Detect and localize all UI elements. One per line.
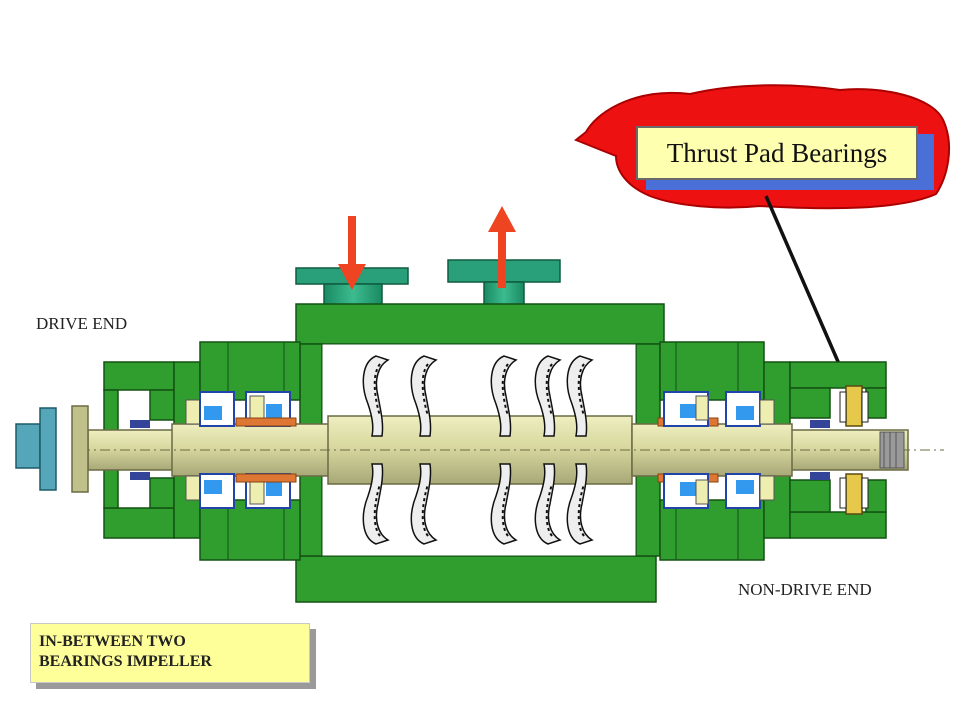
- arrow-up-icon: [488, 206, 516, 288]
- drive-end-bearings: [130, 391, 297, 509]
- coupling: [15, 405, 89, 493]
- non-drive-end-label: NON-DRIVE END: [738, 580, 872, 599]
- impeller-note-line-1: IN-BETWEEN TWO: [39, 633, 186, 650]
- drive-end-label: DRIVE END: [36, 314, 128, 333]
- shaft: [80, 415, 944, 485]
- callout-pointer: [764, 195, 852, 384]
- non-drive-end-bearings: [657, 391, 830, 509]
- arrow-down-icon: [338, 216, 366, 290]
- impeller-note-box: IN-BETWEEN TWO BEARINGS IMPELLER: [30, 623, 310, 683]
- impeller-note-line-2: BEARINGS IMPELLER: [39, 653, 212, 670]
- thrust-pad-bearings-callout: Thrust Pad Bearings: [636, 126, 918, 180]
- thrust-pad-bearing: [839, 385, 869, 515]
